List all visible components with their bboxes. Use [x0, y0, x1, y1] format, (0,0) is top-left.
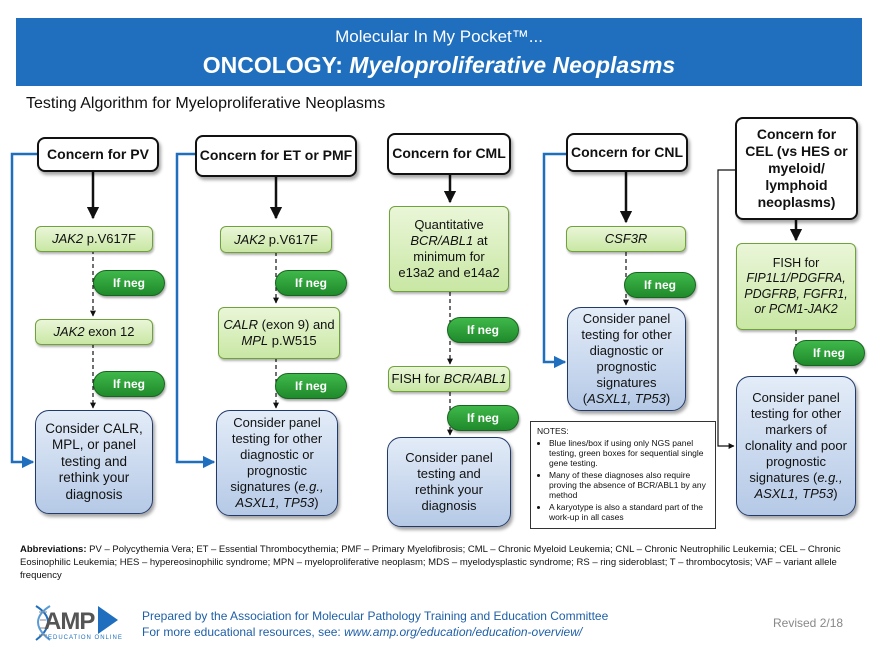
cml-test-quantitative: Quantitative BCR/ABL1 at minimum for e13… [389, 206, 509, 292]
header-title: ONCOLOGY: Myeloproliferative Neoplasms [16, 52, 862, 79]
header-subtitle: Molecular In My Pocket™... [335, 27, 543, 46]
cml-final-text: Consider panel testing and rethink your … [405, 450, 493, 513]
cml-test1-pre: Quantitative [414, 217, 484, 233]
cml-final-box: Consider panel testing and rethink your … [387, 437, 511, 527]
cml-test2-pre: FISH for [391, 371, 444, 387]
notes-list: Blue lines/box if using only NGS panel t… [537, 438, 709, 522]
logo-arrow-icon [98, 606, 118, 634]
cml-test1-post: at minimum for e13a2 and e14a2 [398, 233, 500, 280]
et-test1-rest: p.V617F [265, 231, 318, 247]
et-final-pre: Consider panel testing for other diagnos… [230, 415, 323, 494]
concern-pv-box: Concern for PV [37, 137, 159, 172]
cel-test1-genes: FIP1L1/PDGFRA, PDGFRB, FGFR1, or PCM1-JA… [744, 271, 848, 316]
et-test2-gene1: CALR [223, 317, 259, 333]
cel-final-italic: e.g., ASXL1, TP53 [754, 469, 843, 501]
pv-final-text: Consider CALR, MPL, or panel testing and… [45, 420, 143, 502]
cnl-final-box: Consider panel testing for other diagnos… [567, 307, 686, 411]
concern-et-box: Concern for ET or PMF [195, 135, 357, 177]
et-final-box: Consider panel testing for other diagnos… [216, 410, 338, 516]
logo-text: AMP [44, 608, 95, 635]
footer-prepared: Prepared by the Association for Molecula… [142, 608, 608, 640]
if-neg-pill: If neg [275, 270, 347, 296]
concern-cnl-label: Concern for CNL [571, 143, 683, 160]
footer-line2-pre: For more educational resources, see: [142, 625, 345, 640]
pv-test2-rest: exon 12 [84, 324, 135, 340]
footer-line1: Prepared by the Association for Molecula… [142, 609, 609, 623]
cnl-final-pre: Consider panel testing for other diagnos… [581, 311, 672, 406]
cml-test2-gene: BCR/ABL1 [443, 371, 507, 387]
abbreviations: Abbreviations: PV – Polycythemia Vera; E… [20, 544, 860, 582]
pv-test2-gene: JAK2 [53, 324, 85, 340]
pv-test-jak2-exon12: JAK2 exon 12 [35, 319, 153, 345]
et-test-jak2-v617f: JAK2 p.V617F [220, 226, 332, 253]
header-banner: Molecular In My Pocket™... ONCOLOGY: Mye… [16, 18, 862, 86]
concern-pv-label: Concern for PV [47, 145, 149, 162]
concern-cel-label: Concern for CEL (vs HES or myeloid/ lymp… [745, 125, 848, 211]
logo-subtext: EDUCATION ONLINE [48, 635, 123, 641]
et-test-calr-mpl: CALR (exon 9) and MPL p.W515 [218, 307, 340, 359]
et-final-italic: e.g., ASXL1, TP53 [235, 478, 324, 510]
cnl-final-post: ) [665, 390, 671, 406]
cml-test-fish: FISH for BCR/ABL1 [388, 366, 510, 392]
et-test2-rest2: p.W515 [268, 333, 317, 348]
cel-final-pre: Consider panel testing for other markers… [745, 390, 847, 485]
if-neg-pill: If neg [275, 373, 347, 399]
if-neg-pill: If neg [93, 270, 165, 296]
concern-cel-box: Concern for CEL (vs HES or myeloid/ lymp… [735, 117, 858, 220]
diagram-title: Testing Algorithm for Myeloproliferative… [26, 95, 386, 112]
cnl-final-italic: ASXL1, TP53 [587, 390, 666, 406]
notes-box: NOTES: Blue lines/box if using only NGS … [530, 421, 716, 529]
if-neg-pill: If neg [93, 371, 165, 397]
cel-final-box: Consider panel testing for other markers… [736, 376, 856, 516]
if-neg-pill: If neg [447, 317, 519, 343]
dna-helix-icon [35, 605, 51, 641]
concern-et-label: Concern for ET or PMF [199, 147, 353, 164]
concern-cml-label: Concern for CML [392, 145, 506, 162]
amp-logo: AMP EDUCATION ONLINE [30, 598, 130, 646]
header-title-italic: Myeloproliferative Neoplasms [349, 52, 676, 78]
pv-test-jak2-v617f: JAK2 p.V617F [35, 226, 153, 252]
cnl-test-csf3r: CSF3R [566, 226, 686, 252]
if-neg-pill: If neg [447, 405, 519, 431]
cel-test1-pre: FISH for [772, 256, 820, 270]
notes-item: Many of these diagnoses also require pro… [549, 470, 709, 500]
abbreviations-text: PV – Polycythemia Vera; ET – Essential T… [20, 544, 841, 581]
pv-final-box: Consider CALR, MPL, or panel testing and… [35, 410, 153, 514]
et-test2-gene2: MPL [241, 333, 269, 348]
if-neg-pill: If neg [624, 272, 696, 298]
cel-test-fish: FISH for FIP1L1/PDGFRA, PDGFRB, FGFR1, o… [736, 243, 856, 330]
header-title-prefix: ONCOLOGY: [202, 52, 350, 78]
footer-link[interactable]: www.amp.org/education/education-overview… [344, 625, 583, 640]
concern-cml-box: Concern for CML [387, 133, 511, 175]
et-test1-gene: JAK2 [234, 231, 266, 247]
notes-heading: NOTES: [537, 426, 569, 436]
pv-test1-gene: JAK2 [52, 231, 84, 247]
cml-test1-gene: BCR/ABL1 [410, 233, 474, 249]
if-neg-pill: If neg [793, 340, 865, 366]
et-test2-rest1: (exon 9) and [258, 317, 335, 333]
notes-item: A karyotype is also a standard part of t… [549, 502, 709, 522]
concern-cnl-box: Concern for CNL [566, 133, 688, 172]
revised-date: Revised 2/18 [773, 616, 844, 630]
abbreviations-label: Abbreviations: [20, 544, 87, 555]
cnl-test1-gene: CSF3R [604, 231, 648, 247]
pv-test1-rest: p.V617F [83, 231, 136, 247]
notes-item: Blue lines/box if using only NGS panel t… [549, 438, 709, 468]
et-final-post: ) [314, 494, 319, 510]
cel-final-post: ) [833, 485, 838, 501]
